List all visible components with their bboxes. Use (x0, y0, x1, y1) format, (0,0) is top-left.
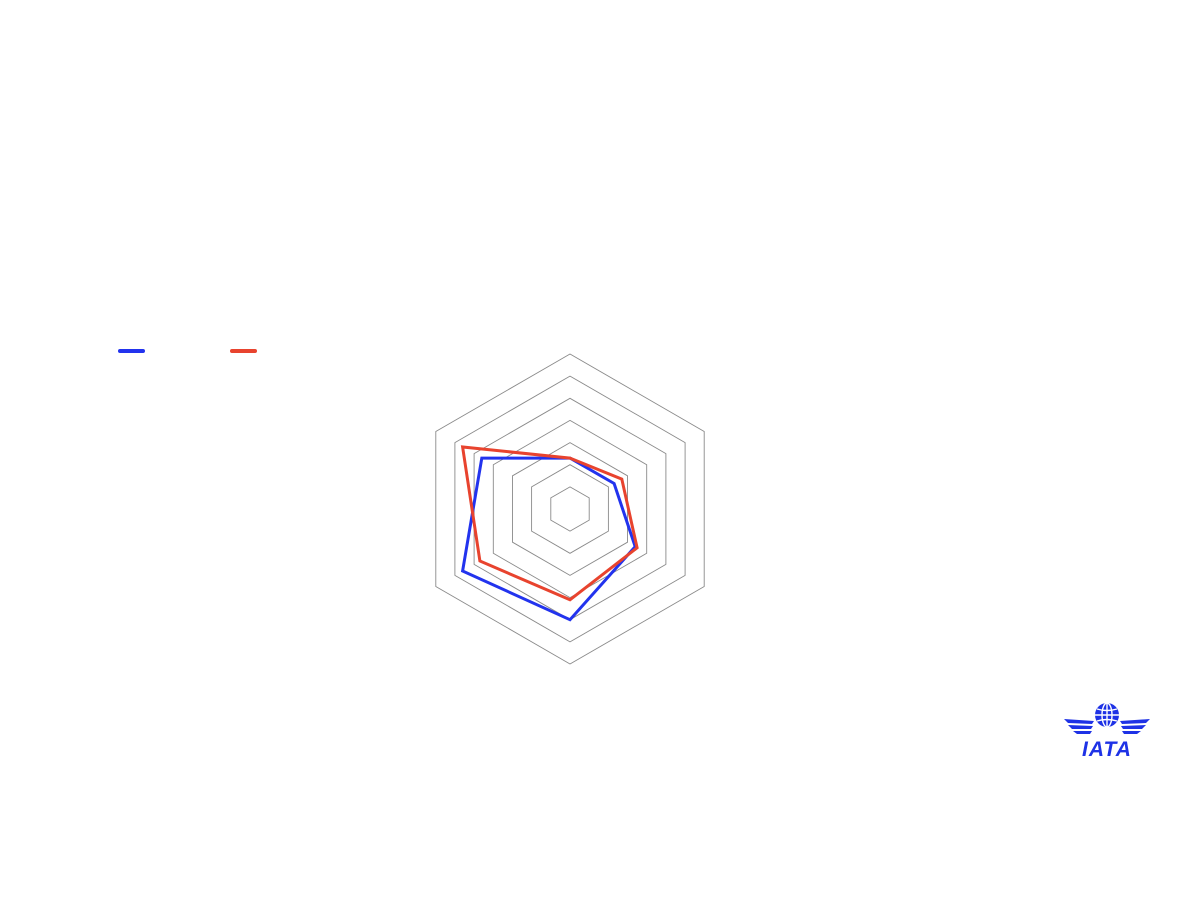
grid-ring-4 (492, 419, 648, 599)
grid-ring-3 (512, 442, 628, 576)
grid-ring-5 (473, 397, 667, 621)
radar-series (460, 445, 639, 622)
grid-ring-1 (550, 486, 590, 532)
grid-ring-6 (454, 375, 686, 643)
series-1-polygon[interactable] (460, 456, 637, 622)
grid-ring-2 (531, 464, 609, 554)
logo-text: IATA (1082, 738, 1132, 760)
globe-wings-icon: IATA (1064, 702, 1150, 761)
series-2-polygon[interactable] (460, 445, 639, 602)
grid-ring-7 (435, 353, 705, 665)
legend-swatch-series-2 (230, 349, 257, 353)
iata-logo: IATA (1062, 700, 1152, 761)
legend-swatch-series-1 (118, 349, 145, 353)
